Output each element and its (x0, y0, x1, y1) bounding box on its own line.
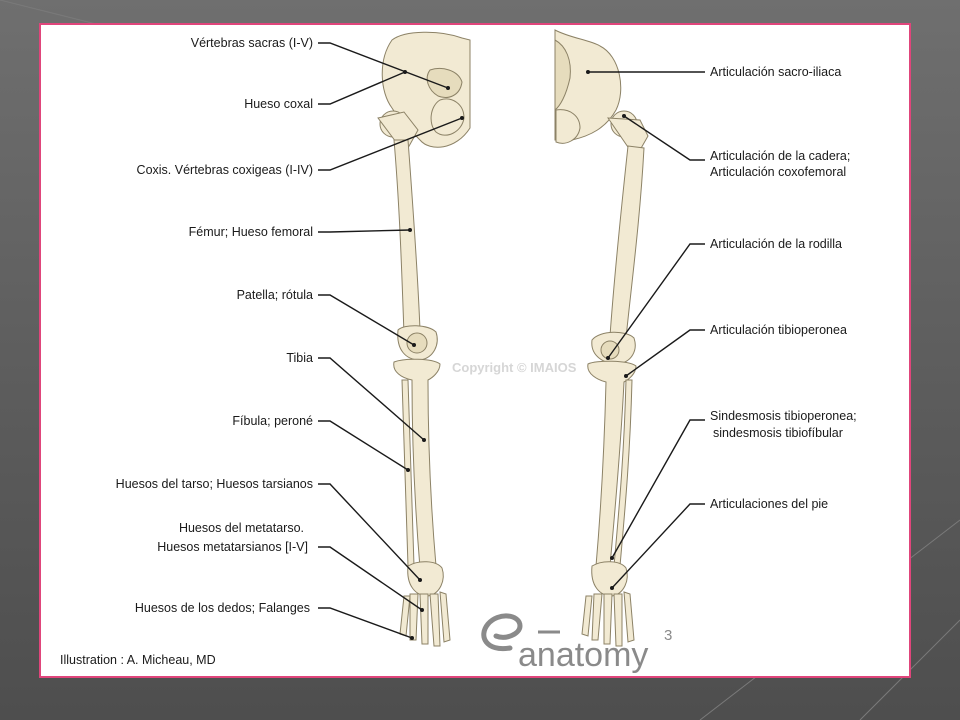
label-tibioperonea: Articulación tibioperonea (710, 323, 847, 337)
label-cadera: Articulación de la cadera; (710, 149, 850, 163)
logo-superscript: 3 (664, 627, 672, 644)
left-leg-bones (377, 31, 471, 647)
label-tibia: Tibia (286, 351, 313, 365)
label-metatarsianos: Huesos metatarsianos [I-V] (157, 540, 308, 554)
left-labels: Vértebras sacras (I-V) Hueso coxal Coxis… (116, 36, 464, 640)
slide-frame (39, 23, 911, 678)
illustration-credit: Illustration : A. Micheau, MD (60, 653, 216, 667)
label-falanges: Huesos de los dedos; Falanges (135, 601, 310, 615)
label-vertebras-sacras: Vértebras sacras (I-V) (191, 36, 313, 50)
label-sindesmosis-tibiofibular: sindesmosis tibiofíbular (713, 426, 843, 440)
right-labels: Articulación sacro-iliaca Articulación d… (586, 65, 857, 590)
right-leg-bones (554, 29, 649, 647)
label-coxis: Coxis. Vértebras coxigeas (I-IV) (137, 163, 313, 177)
logo-text: anatomy (518, 636, 648, 674)
label-coxofemoral: Articulación coxofemoral (710, 165, 846, 179)
e-logo-icon (481, 613, 560, 652)
label-patella: Patella; rótula (237, 288, 313, 302)
label-hueso-coxal: Hueso coxal (244, 97, 313, 111)
label-metatarso: Huesos del metatarso. (179, 521, 304, 535)
label-sindesmosis: Sindesmosis tibioperonea; (710, 409, 857, 423)
label-femur: Fémur; Hueso femoral (189, 225, 313, 239)
label-huesos-tarso: Huesos del tarso; Huesos tarsianos (116, 477, 313, 491)
watermark: Copyright © IMAIOS (452, 360, 577, 375)
label-fibula: Fíbula; peroné (232, 414, 313, 428)
label-sacro-iliaca: Articulación sacro-iliaca (710, 65, 841, 79)
label-rodilla: Articulación de la rodilla (710, 237, 842, 251)
label-articulaciones-pie: Articulaciones del pie (710, 497, 828, 511)
e-anatomy-logo: anatomy 3 (481, 613, 672, 674)
